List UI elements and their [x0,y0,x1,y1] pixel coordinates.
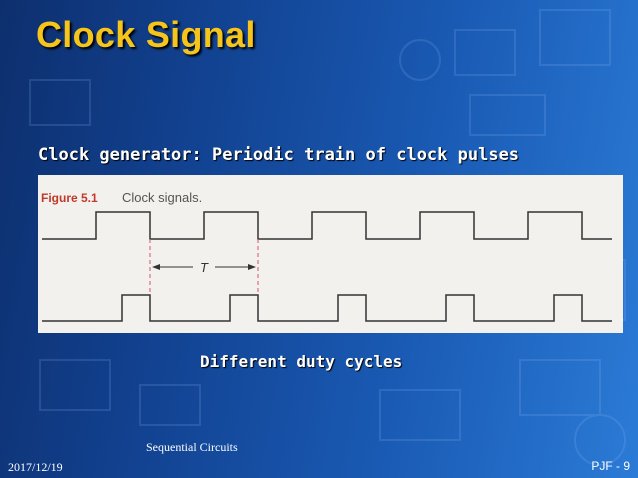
period-label: T [200,260,209,275]
duty-cycle-caption: Different duty cycles [200,352,403,371]
figure-caption: Clock signals. [122,190,203,205]
figure-label: Figure 5.1 [41,191,98,205]
footer-course-title: Sequential Circuits [146,440,238,454]
slide-title: Clock Signal [36,14,256,55]
period-arrowhead-right [248,264,256,270]
clock-waveforms: T [42,211,612,322]
clock-signals-figure: T Figure 5.1 Clock signals. [38,175,623,333]
slide-subtitle: Clock generator: Periodic train of clock… [38,145,520,165]
period-arrowhead-left [152,264,160,270]
clock-waveform-50-duty [42,211,612,240]
footer-date: 2017/12/19 [8,460,63,474]
footer-page-number: PJF - 9 [591,459,630,473]
clock-waveform-narrow-duty [42,294,612,322]
